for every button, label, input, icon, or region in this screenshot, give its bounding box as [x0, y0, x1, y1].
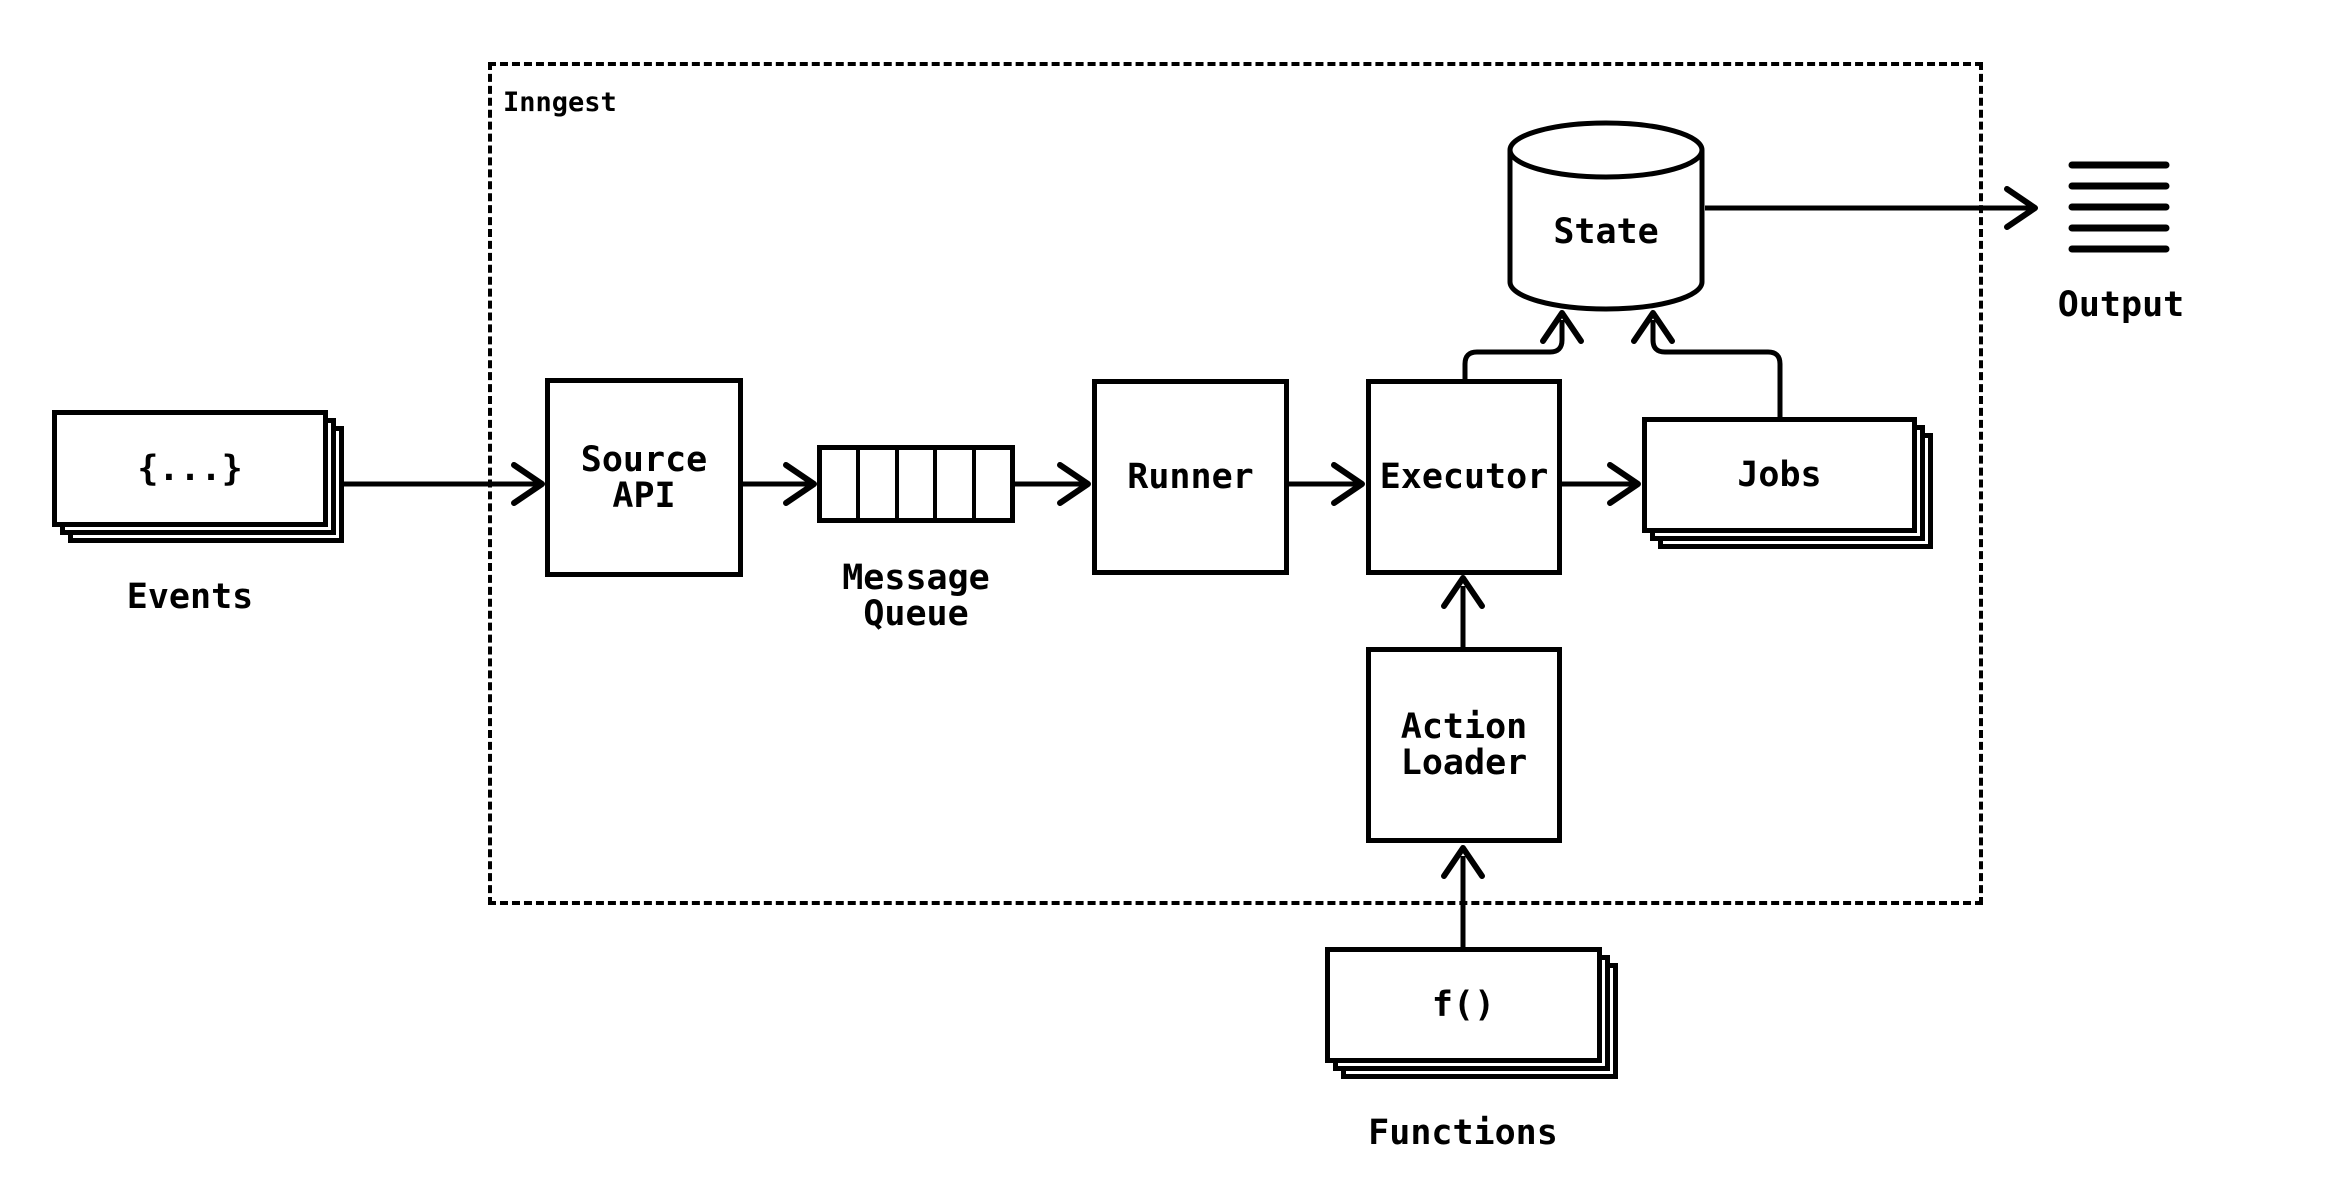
queue-cell [860, 450, 899, 518]
node-executor: Executor [1366, 379, 1562, 575]
arrow-source-api-to-message-queue [743, 462, 817, 506]
arrow-executor-to-jobs [1562, 462, 1641, 506]
node-source-api: Source API [545, 378, 743, 577]
state-label: State [1553, 212, 1659, 252]
node-action-loader: Action Loader [1366, 647, 1562, 843]
arrow-jobs-to-state [1631, 310, 1783, 417]
arrow-action-loader-to-executor [1441, 575, 1485, 647]
output-lines-icon [2068, 161, 2170, 253]
output-label: Output [2057, 285, 2185, 325]
source-api-label: Source API [580, 439, 708, 516]
events-label: Events [126, 577, 254, 617]
queue-cell [937, 450, 976, 518]
state-cylinder [1507, 120, 1705, 312]
node-events: {...} [52, 410, 328, 527]
functions-card-text: f() [1431, 985, 1496, 1025]
arrow-state-to-output [1705, 186, 2038, 230]
arrow-runner-to-executor [1289, 462, 1365, 506]
message-queue-label: Message Queue [842, 558, 990, 634]
node-functions: f() [1325, 947, 1602, 1063]
arrow-message-queue-to-runner [1015, 462, 1091, 506]
functions-label: Functions [1368, 1113, 1558, 1153]
node-message-queue [817, 445, 1015, 523]
runner-label: Runner [1127, 457, 1254, 497]
events-card-text: {...} [137, 448, 243, 489]
inngest-boundary [488, 62, 1983, 905]
arrow-events-to-source-api [344, 462, 545, 506]
action-loader-label: Action Loader [1400, 707, 1528, 783]
queue-cell [898, 450, 938, 518]
queue-cell [822, 450, 861, 518]
node-runner: Runner [1092, 379, 1289, 575]
inngest-title: Inngest [503, 87, 617, 118]
node-jobs: Jobs [1642, 417, 1917, 533]
queue-cell [975, 450, 1011, 518]
executor-label: Executor [1379, 457, 1549, 497]
arrow-executor-to-state [1462, 310, 1584, 379]
jobs-label: Jobs [1737, 455, 1822, 495]
